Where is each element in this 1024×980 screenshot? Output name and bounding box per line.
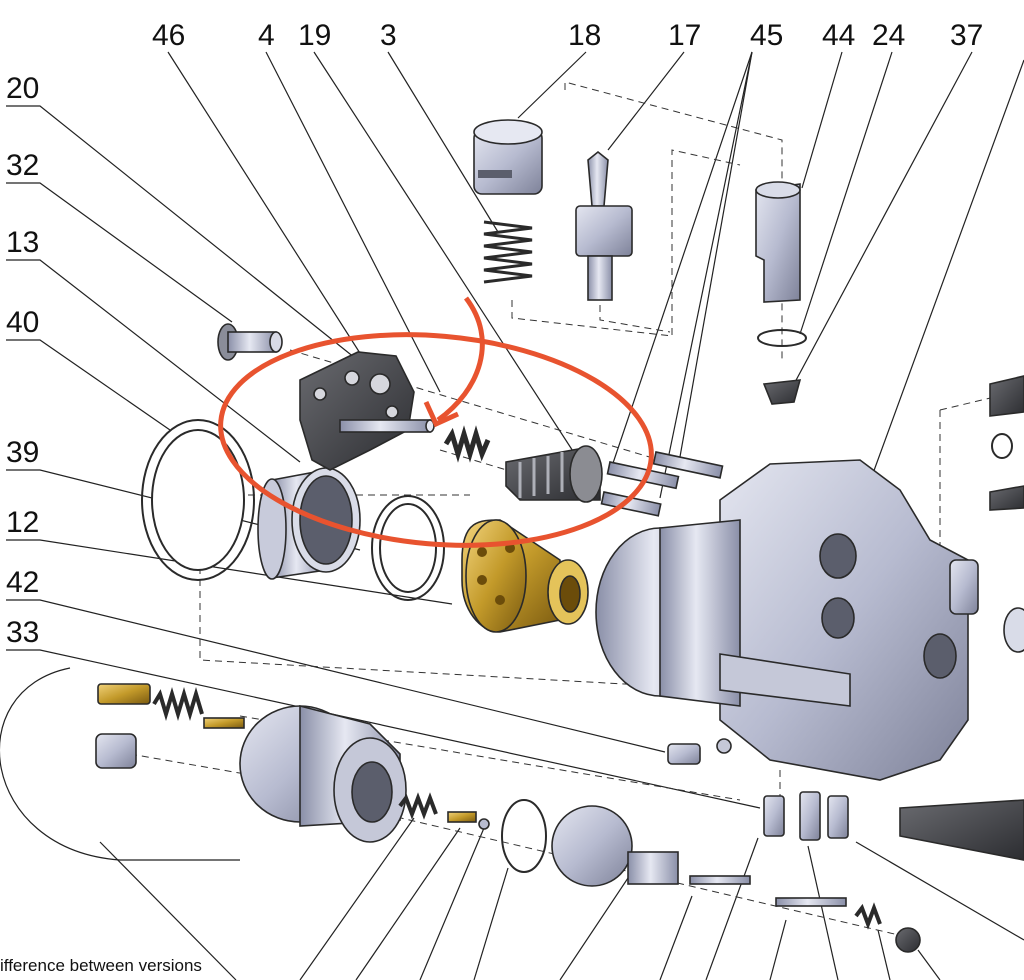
callout-33: 33: [6, 616, 39, 649]
callout-17: 17: [668, 19, 701, 52]
spring-4: [443, 425, 491, 463]
bottom-fittings: [95, 683, 245, 769]
callout-4: 4: [258, 19, 275, 52]
dowel-pins-45: [600, 451, 724, 517]
callout-19: 19: [298, 19, 331, 52]
sleeve-44: [755, 181, 801, 303]
shoulder-bolt-32: [217, 323, 283, 361]
cap-18: [473, 119, 543, 195]
insert-24: [762, 379, 802, 405]
callout-37: 37: [950, 19, 983, 52]
callout-24: 24: [872, 19, 905, 52]
callout-46: 46: [152, 19, 185, 52]
spring-3: [483, 220, 533, 284]
callouts-left: 20 32 13 40 39 12 42 33: [6, 72, 39, 649]
small-cylinders: [667, 738, 849, 841]
callout-45: 45: [750, 19, 783, 52]
brass-valve-12: [461, 519, 589, 633]
small-parts-row: [398, 792, 921, 953]
callout-13: 13: [6, 226, 39, 259]
right-parts: [899, 375, 1024, 861]
callout-39: 39: [6, 436, 39, 469]
rotor-19: [505, 445, 603, 503]
callout-44: 44: [822, 19, 855, 52]
callout-32: 32: [6, 149, 39, 182]
o-ring-40: [141, 419, 255, 581]
callout-12: 12: [6, 506, 39, 539]
bottom-left-curve: [0, 667, 240, 861]
callouts-top: 46 4 19 3 18 17 45 44 24 37: [152, 19, 983, 52]
callout-42: 42: [6, 566, 39, 599]
highlight-annotation: [218, 296, 654, 548]
pin-46: [339, 419, 435, 433]
cylinder-housing: [239, 704, 407, 843]
callout-20: 20: [6, 72, 39, 105]
valve-stem-17: [575, 150, 633, 301]
callout-3: 3: [380, 19, 397, 52]
callout-18: 18: [568, 19, 601, 52]
leader-lines: [6, 51, 1024, 980]
o-ring-24: [757, 329, 807, 347]
end-plate-20: [299, 351, 415, 471]
main-housing-37: [595, 459, 979, 781]
sleeve-13: [257, 467, 361, 580]
seal-ring-39: [371, 495, 445, 601]
callout-40: 40: [6, 306, 39, 339]
caption-text: ifference between versions: [0, 956, 202, 975]
